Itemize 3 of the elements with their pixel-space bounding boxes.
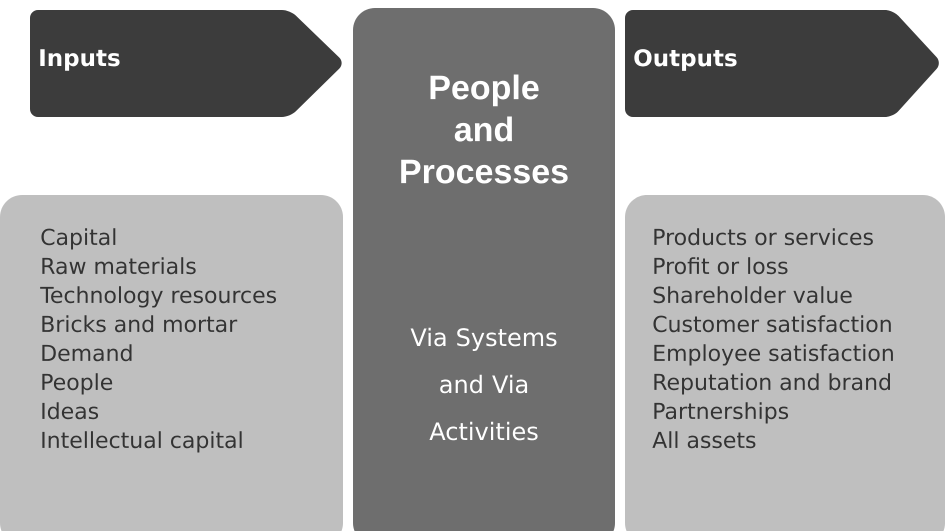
process-panel: People and Processes Via Systems and Via Activities [353, 8, 615, 531]
list-box: Products or services Profit or loss Shareholder value Customer satisfaction Employee satisfaction Reputation and brand Partnerships All assets [625, 195, 945, 531]
list-box: Capital Raw materials Technology resources Bricks and mortar Demand People Ideas Intellectual capital [0, 195, 343, 531]
